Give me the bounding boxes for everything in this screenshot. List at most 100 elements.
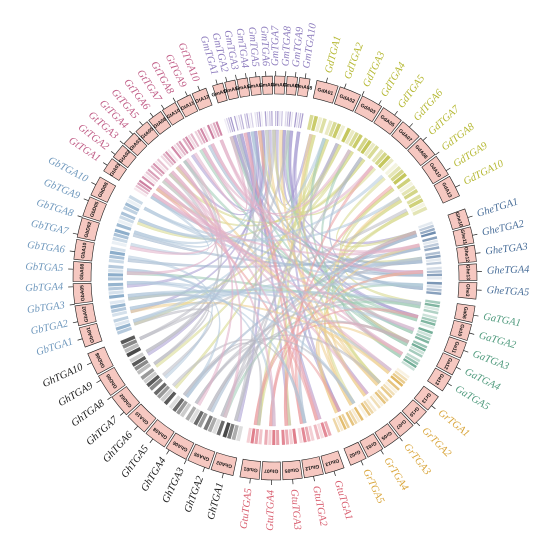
density-strip [146, 374, 161, 388]
chromosome-label: Gr01 [364, 440, 377, 451]
density-strip [120, 335, 136, 345]
chromosome-block [456, 244, 477, 264]
chromosome-label: GbD05 [89, 201, 100, 218]
chromosome-ring: GmA10GmA11GmA12GmA13GmA02GmA03GmA05GmA08… [68, 71, 482, 485]
gene-tick [107, 396, 112, 400]
density-strip [116, 222, 132, 231]
chromosome-label: GmA13 [247, 82, 265, 90]
synteny-ribbon [177, 163, 234, 406]
chromosome-label: Ghe12 [462, 247, 470, 263]
gene-label: GmTGA6 [258, 26, 271, 67]
density-strip [170, 146, 182, 160]
density-strip [108, 258, 125, 264]
density-strip [254, 428, 260, 445]
density-strip [425, 251, 441, 256]
density-strip [147, 168, 161, 181]
density-strip [380, 158, 394, 172]
density-strip [184, 136, 195, 151]
density-strip [345, 411, 355, 427]
density-strip [417, 221, 433, 229]
density-strip [384, 381, 398, 394]
chromosome-label: Ghe11 [459, 229, 468, 245]
gene-label: GbTGA8 [35, 198, 75, 220]
density-strip [264, 429, 268, 445]
gene-label: GrTGA4 [381, 456, 410, 494]
density-strip [163, 391, 177, 406]
density-strip [133, 187, 148, 198]
gene-label: GrTGA3 [401, 442, 432, 478]
gene-label: GmTGA5 [246, 26, 261, 67]
chromosome-block [374, 423, 399, 449]
density-strip [424, 246, 440, 252]
density-strip [363, 400, 374, 415]
density-strip [315, 116, 323, 133]
density-strip [353, 406, 364, 421]
gene-tick [416, 422, 421, 427]
density-strip [202, 126, 211, 142]
density-strip [193, 410, 204, 426]
gene-tick [197, 85, 200, 91]
gene-tick [149, 438, 154, 444]
density-strip [392, 372, 406, 385]
synteny-ribbon [201, 132, 255, 210]
gene-tick [360, 460, 364, 466]
gene-tick [456, 366, 461, 370]
density-strip [422, 236, 438, 243]
density-strip [110, 246, 126, 253]
gene-label: GtuTGA2 [310, 485, 329, 528]
gene-tick [394, 110, 398, 116]
gene-label: GrTGA5 [360, 467, 386, 505]
density-strip [276, 429, 280, 445]
chromosome-block [354, 95, 383, 123]
gene-label: GmTGA7 [270, 25, 281, 66]
density-strip [396, 177, 411, 190]
density-strip [396, 367, 410, 379]
chromosome-label: Gtu07 [264, 467, 279, 473]
gene-tick [361, 91, 365, 96]
density-strip [425, 299, 441, 305]
density-strip [154, 160, 167, 173]
density-strip [419, 227, 436, 235]
gene-label: GhTGA3 [160, 466, 187, 505]
chromosome-block [433, 175, 460, 204]
density-strip [109, 254, 125, 260]
gene-tick [325, 77, 328, 83]
density-strip [360, 402, 372, 417]
density-strip [422, 313, 438, 320]
chromosome-block [210, 452, 238, 476]
density-strip [403, 188, 419, 200]
chromosome-label: Gr13 [420, 391, 432, 404]
chromosome-block [401, 399, 427, 425]
chromosome-label: GtA12 [195, 94, 211, 105]
synteny-ribbon [132, 137, 327, 323]
chromosome-block [98, 367, 126, 396]
density-strip [384, 162, 399, 176]
density-strip [295, 112, 300, 128]
density-strip [356, 137, 369, 152]
synteny-ribbon [170, 170, 322, 420]
density-strip [108, 273, 124, 277]
density-strip [122, 205, 138, 216]
density-strip [360, 139, 372, 155]
density-strip [233, 115, 239, 131]
synteny-ribbon [153, 172, 220, 366]
density-strip [404, 355, 419, 366]
gene-label: GrTGA2 [419, 426, 453, 460]
chromosome-label: Gtu13 [324, 457, 340, 467]
chromosome-block [388, 411, 414, 437]
chromosome-block [297, 77, 311, 98]
density-strip [134, 359, 149, 371]
chromosome-label: GbA05 [79, 285, 86, 302]
chromosome-label: Ga12 [442, 357, 453, 371]
density-strip [426, 276, 443, 280]
density-strip [250, 428, 256, 444]
density-strip [426, 291, 442, 296]
density-strip [189, 408, 201, 424]
density-strip [376, 389, 389, 402]
density-strip [172, 397, 185, 413]
chromosome-block [127, 403, 157, 433]
chromosome-label: GdA01 [317, 87, 334, 97]
gene-label: GaTGA3 [471, 349, 510, 373]
gene-tick [344, 83, 347, 89]
